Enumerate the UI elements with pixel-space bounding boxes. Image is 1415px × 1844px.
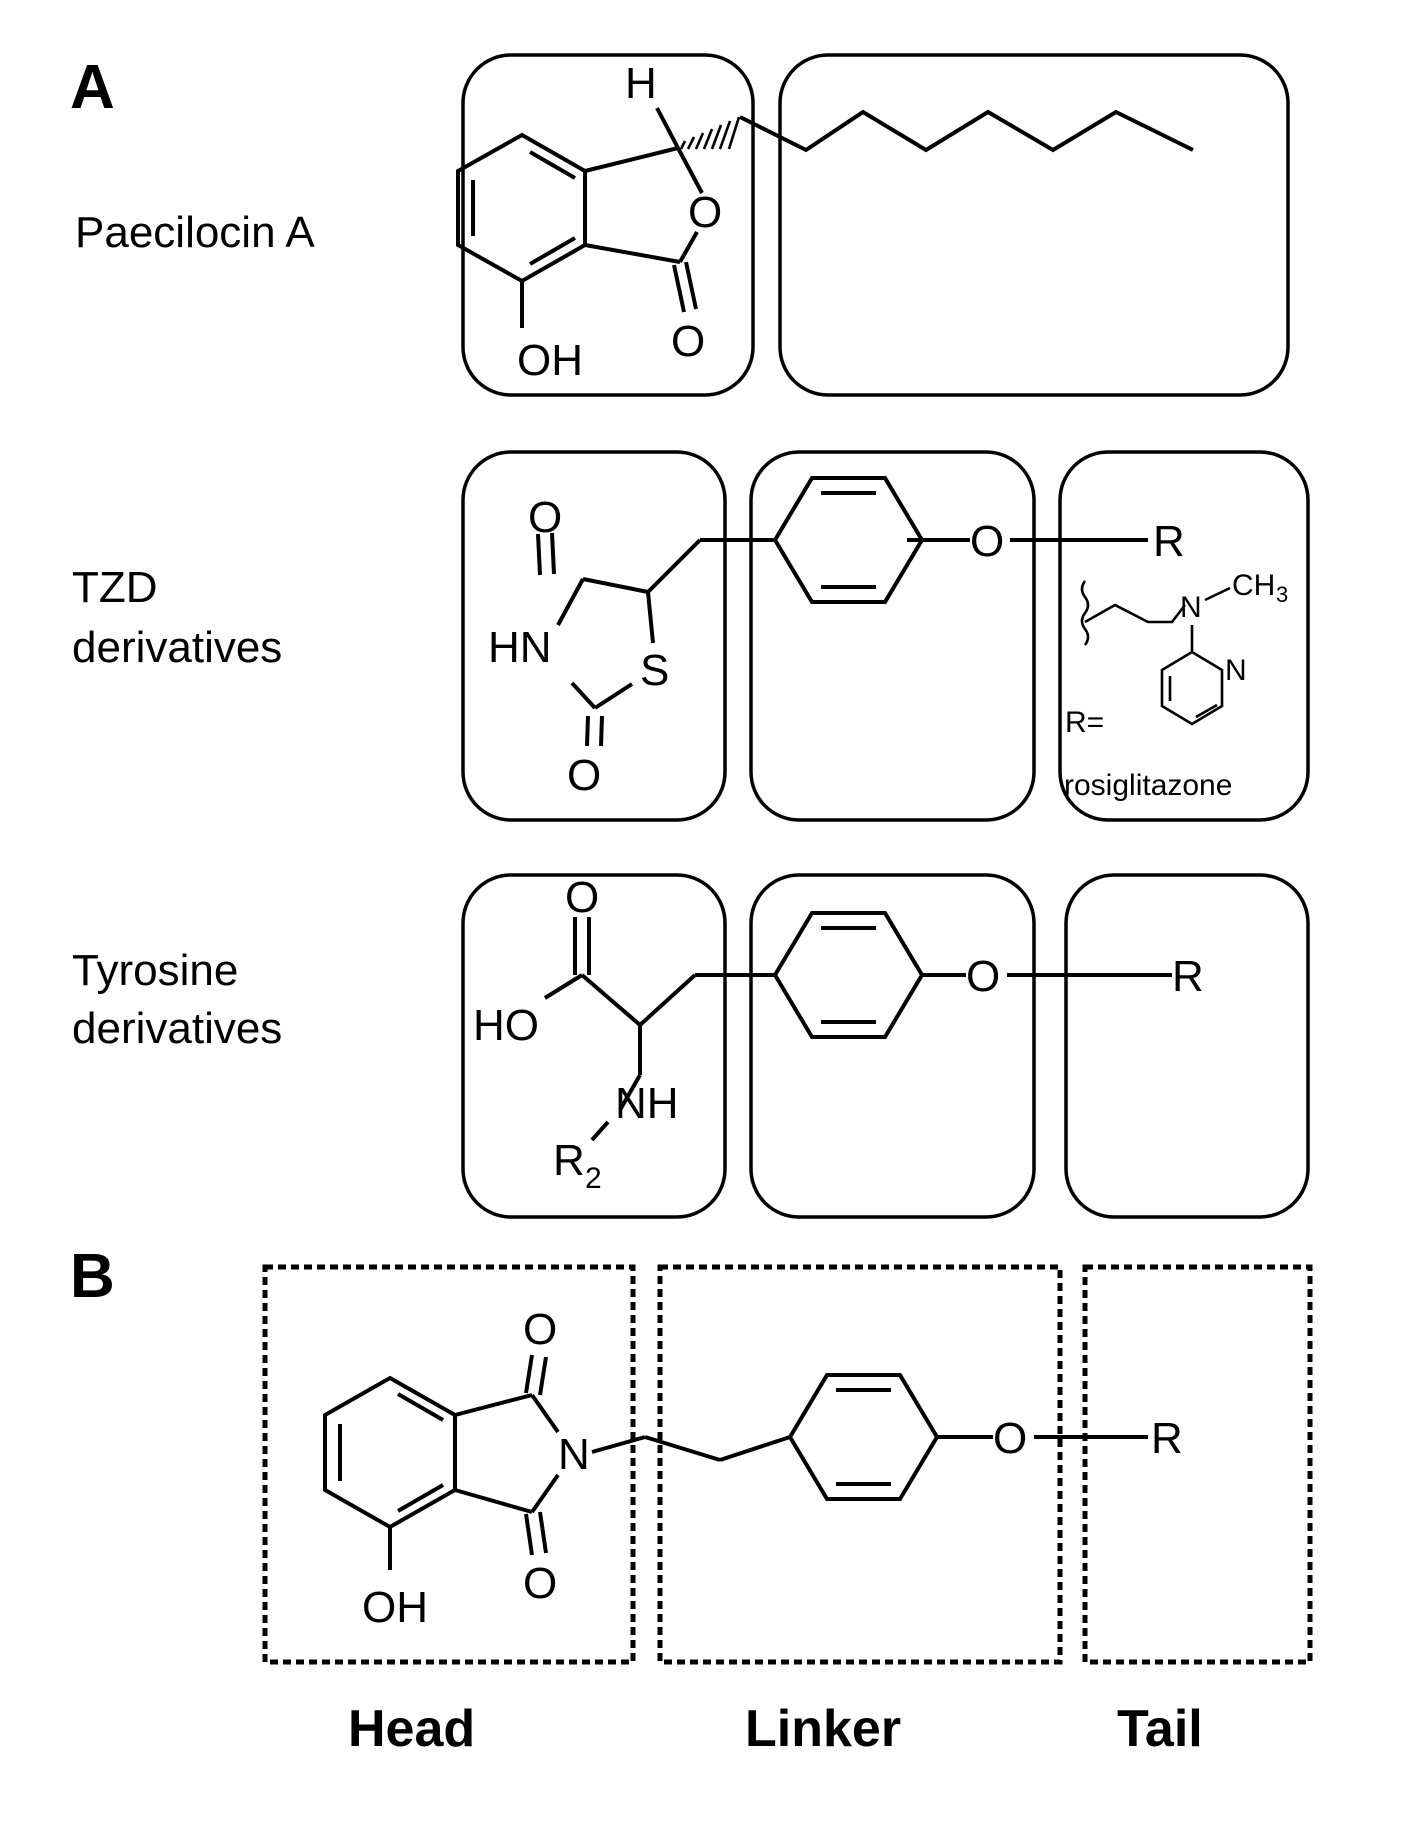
row-label-paecilocin-a: Paecilocin A (75, 208, 315, 257)
tzd-r-group: R (1153, 517, 1185, 566)
tzd-structure: O HN S O O R (488, 476, 1185, 800)
rosiglitazone-n-atom: N (1180, 591, 1202, 624)
tzd-head-box (461, 450, 727, 822)
head-column-label: Head (348, 1700, 475, 1758)
panel-b-label: B (70, 1242, 115, 1311)
panel-a-label: A (70, 53, 115, 122)
tzd-linker-box (749, 450, 1036, 822)
row-label-tyrosine-line1: Tyrosine (72, 946, 238, 995)
head-region-box (262, 1264, 636, 1665)
row-label-tzd-line1: TZD (72, 563, 158, 612)
paecilocin-carbonyl-o-atom: O (671, 317, 705, 366)
rosiglitazone-ring-n-atom: N (1225, 654, 1247, 687)
paecilocin-head-box (461, 53, 755, 397)
wavy-bond (1080, 580, 1090, 646)
tzd-tail-box (1058, 450, 1310, 822)
scaffold-n-atom: N (558, 1430, 590, 1479)
rosiglitazone-methyl-subscript: 3 (1276, 582, 1288, 607)
tzd-top-o-atom: O (528, 493, 562, 542)
scaffold-r-group: R (1151, 1414, 1183, 1463)
paecilocin-oh-group: OH (517, 336, 583, 385)
paecilocin-tail-box (778, 53, 1290, 397)
scaffold-ether-o-atom: O (993, 1414, 1027, 1463)
tyrosine-r2-subscript: 2 (585, 1162, 602, 1195)
tyrosine-head-box (461, 873, 727, 1219)
rosiglitazone-name-label: rosiglitazone (1064, 769, 1232, 802)
paecilocin-h-atom: H (625, 59, 657, 108)
tzd-s-atom: S (640, 646, 669, 695)
tzd-bottom-o-atom: O (567, 751, 601, 800)
row-label-tyrosine-line2: derivatives (72, 1004, 282, 1053)
tyrosine-linker-box (749, 873, 1036, 1219)
paecilocin-ring-o-atom: O (688, 188, 722, 237)
tyrosine-nh-group: NH (615, 1079, 679, 1128)
tail-region-box (1082, 1264, 1313, 1665)
tzd-hn-group: HN (488, 623, 552, 672)
hashed-wedge-bond (679, 116, 741, 150)
tyrosine-tail-box (1064, 873, 1310, 1219)
tyrosine-r2-group: R (553, 1136, 585, 1185)
tyrosine-top-o-atom: O (565, 873, 599, 922)
tyrosine-ether-o-atom: O (966, 952, 1000, 1001)
designed-scaffold-structure: O N O OH O R (323, 1305, 1183, 1632)
tyrosine-structure: O HO NH R 2 O R (473, 873, 1204, 1195)
scaffold-top-o-atom: O (523, 1305, 557, 1354)
tzd-ether-o-atom: O (970, 517, 1004, 566)
linker-column-label: Linker (745, 1700, 901, 1758)
rosiglitazone-methyl-group: CH (1232, 569, 1275, 602)
tyrosine-ho-group: HO (473, 1001, 539, 1050)
rosiglitazone-r-group: N CH 3 N R= rosiglitazone (1064, 569, 1288, 802)
scaffold-bottom-o-atom: O (523, 1559, 557, 1608)
tyrosine-r-group: R (1172, 952, 1204, 1001)
paecilocin-a-structure: H O O OH (456, 59, 1194, 385)
scaffold-oh-group: OH (362, 1583, 428, 1632)
tail-column-label: Tail (1117, 1700, 1203, 1758)
r-equals-label: R= (1065, 706, 1104, 739)
linker-region-box (657, 1264, 1063, 1665)
row-label-tzd-line2: derivatives (72, 623, 282, 672)
